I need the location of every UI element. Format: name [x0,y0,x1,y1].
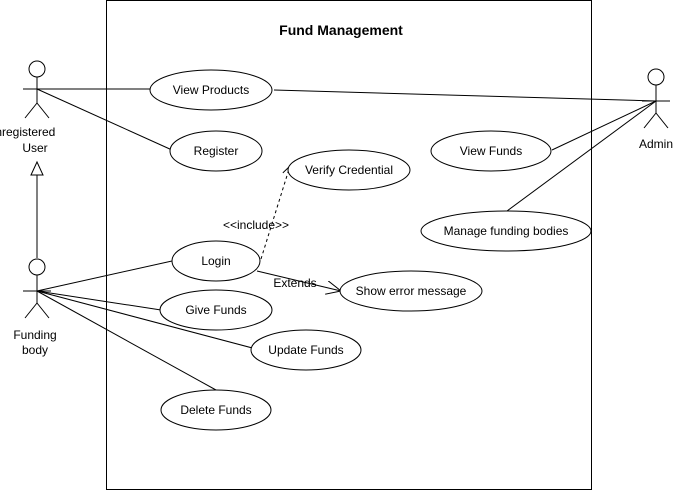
use-case-label: View Funds [460,144,522,158]
use-case-label: Delete Funds [180,403,251,417]
use-case-update-funds[interactable]: Update Funds [250,329,362,371]
use-case-show-error-message[interactable]: Show error message [339,270,483,312]
actor-label: Admin [639,137,673,151]
actor-admin[interactable]: Admin [639,68,673,151]
stick-figure-icon [23,60,51,119]
use-case-label: Register [194,144,239,158]
use-case-verify-credential[interactable]: Verify Credential [287,149,411,191]
use-case-manage-funding-bodies[interactable]: Manage funding bodies [420,210,592,252]
assoc-funding-login [36,260,173,292]
actor-label-line1: Unregistered [0,125,55,139]
actor-label-line2: body [22,343,48,357]
use-case-delete-funds[interactable]: Delete Funds [160,389,272,431]
use-case-view-products[interactable]: View Products [149,69,273,111]
system-title: Fund Management [279,22,403,38]
generalization-arrow [30,160,44,258]
extends-label: Extends [273,276,316,290]
use-case-label: Update Funds [268,343,343,357]
use-case-label: Verify Credential [305,163,393,177]
use-case-label: Show error message [356,284,467,298]
assoc-unregistered-register [36,88,173,151]
extends-arrow [256,270,341,291]
assoc-admin-view-funds [551,100,657,151]
stick-figure-icon [23,258,51,319]
use-case-label: Login [201,254,230,268]
use-case-label: Give Funds [185,303,246,317]
use-case-label: Manage funding bodies [444,224,569,238]
assoc-funding-delete-funds [36,290,217,391]
associations [36,88,657,391]
actor-unregistered-user[interactable]: Unregistered User [0,60,55,155]
include-label: <<include>> [223,218,289,232]
include-arrow [260,166,290,260]
assoc-funding-give-funds [36,290,162,311]
stick-figure-icon [642,68,670,129]
use-case-give-funds[interactable]: Give Funds [159,289,273,331]
assoc-admin-view-products [273,89,657,102]
actor-label-line2: User [22,141,47,155]
assoc-funding-update-funds [36,290,261,351]
actor-funding-body[interactable]: Funding body [13,258,57,357]
use-case-label: View Products [173,83,249,97]
use-case-register[interactable]: Register [169,130,263,172]
actor-label-line1: Funding [13,328,56,342]
use-case-view-funds[interactable]: View Funds [430,130,552,172]
assoc-admin-manage-funding [506,100,657,212]
use-case-login[interactable]: Login [171,240,261,282]
